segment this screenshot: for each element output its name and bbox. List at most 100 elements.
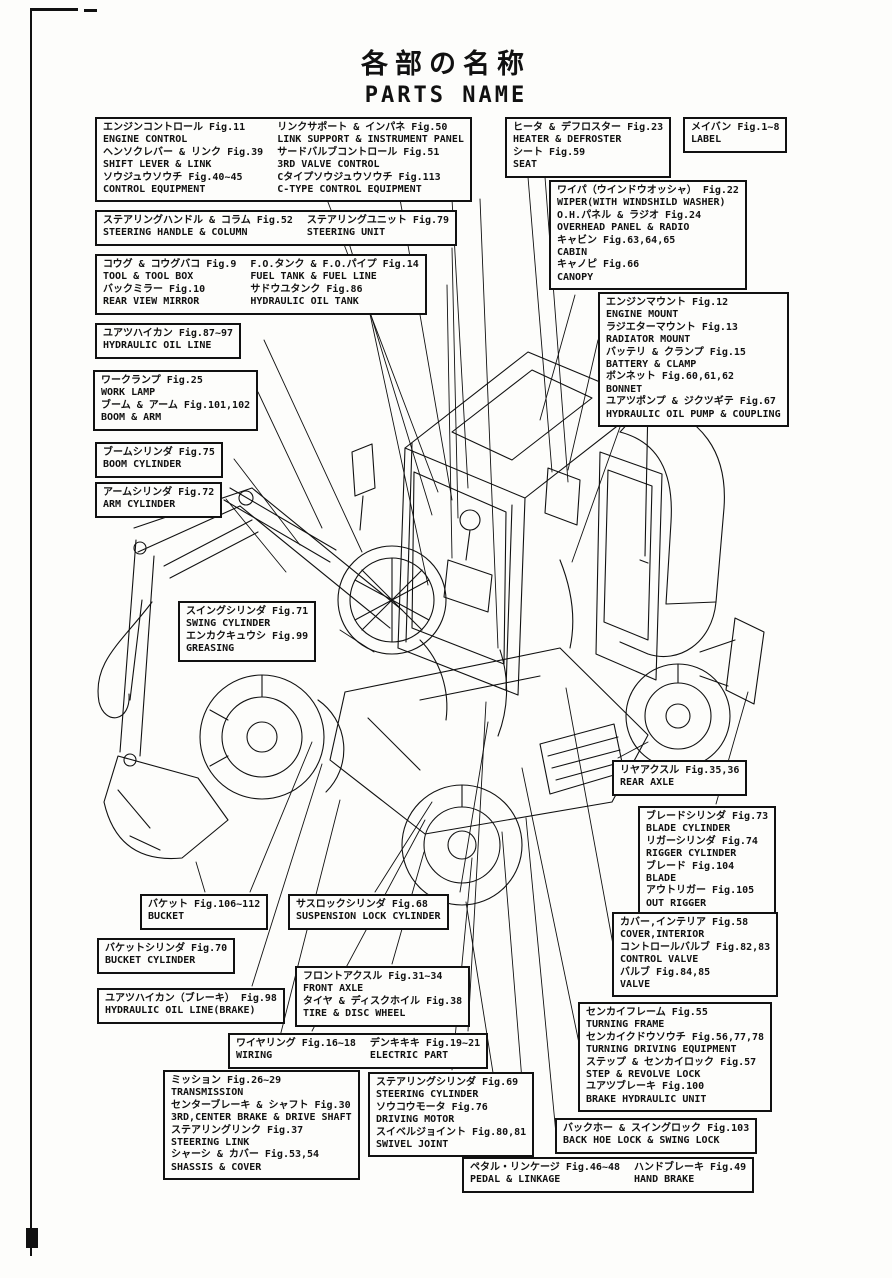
label-line: BOOM CYLINDER: [103, 459, 182, 471]
label-line: ユアツブレーキ Fig.100: [586, 1081, 705, 1093]
label-line: シート Fig.59: [513, 146, 586, 158]
label-line: SHASSIS & COVER: [171, 1161, 262, 1173]
label-line: リヤアクスル Fig.35,36: [620, 765, 740, 776]
label-line: LABEL: [691, 134, 722, 146]
mirror: [352, 444, 375, 530]
label-line: BONNET: [606, 383, 643, 395]
label-line: ステップ & センカイロック Fig.57: [586, 1056, 757, 1068]
label-line: PEDAL & LINKAGE: [470, 1174, 561, 1186]
label-line: バックホー & スイングロック Fig.103: [563, 1123, 750, 1134]
label-line: BUCKET: [148, 911, 185, 923]
label-line: BLADE CYLINDER: [646, 823, 731, 835]
label-line: ヒータ & デフロスター Fig.23: [513, 122, 664, 133]
hoses: [420, 560, 573, 736]
label-line: OVERHEAD PANEL & RADIO: [557, 222, 690, 234]
label-line: SUSPENSION LOCK CYLINDER: [296, 911, 441, 923]
label-line: センカイフレーム Fig.55: [586, 1007, 708, 1018]
label-line: REAR VIEW MIRROR: [103, 296, 200, 308]
label-line: WIPER(WITH WINDSHILD WASHER): [557, 197, 726, 209]
label-line: キャノピ Fig.66: [557, 259, 640, 271]
label-line: TRANSMISSION: [171, 1087, 244, 1099]
label-line: サドウユタンク Fig.86: [250, 283, 363, 295]
outrigger-blade: [700, 618, 764, 704]
label-line: ステアリングハンドル & コラム Fig.52: [103, 215, 293, 226]
label-line: TOOL & TOOL BOX: [103, 271, 194, 283]
label-line: STEERING CYLINDER: [376, 1089, 479, 1101]
page-header: 各部の名称 PARTS NAME: [0, 42, 892, 108]
label-line: FUEL TANK & FUEL LINE: [250, 271, 377, 283]
label-line: キャビン Fig.63,64,65: [557, 234, 676, 246]
label-line: リンクサポート & インパネ Fig.50: [277, 122, 448, 133]
label-line: HYDRAULIC OIL TANK: [250, 296, 359, 308]
label-line: LINK SUPPORT & INSTRUMENT PANEL: [277, 134, 464, 146]
label-line: TURNING DRIVING EQUIPMENT: [586, 1044, 737, 1056]
label-line: OUT RIGGER: [646, 897, 707, 909]
label-line: GREASING: [186, 643, 235, 655]
label-line: ブームシリンダ Fig.75: [103, 447, 215, 458]
label-line: ハンドブレーキ Fig.49: [634, 1162, 747, 1173]
label-line: HAND BRAKE: [634, 1174, 695, 1186]
label-line: カバー,インテリア Fig.58: [620, 917, 749, 928]
label-line: ENGINE MOUNT: [606, 309, 679, 321]
cab-door: [596, 452, 662, 680]
label-line: BUCKET CYLINDER: [105, 955, 196, 967]
scan-mark: [30, 8, 78, 11]
label-line: スイベルジョイント Fig.80,81: [376, 1126, 527, 1138]
label-line: バッテリ & クランプ Fig.15: [606, 346, 746, 358]
label-line: リガーシリンダ Fig.74: [646, 835, 758, 847]
label-line: サスロックシリンダ Fig.68: [296, 899, 428, 910]
fan: [338, 546, 446, 654]
label-line: ELECTRIC PART: [369, 1050, 449, 1062]
label-line: STEERING UNIT: [306, 227, 386, 239]
label-line: ヘンソクレバー & リンク Fig.39: [103, 146, 264, 158]
label-line: DRIVING MOTOR: [376, 1114, 455, 1126]
label-line: センカイクドウソウチ Fig.56,77,78: [586, 1031, 765, 1043]
label-line: BACK HOE LOCK & SWING LOCK: [563, 1135, 720, 1147]
label-line: CONTROL EQUIPMENT: [103, 184, 206, 196]
label-line: RIGGER CYLINDER: [646, 848, 737, 860]
label-line: アウトリガー Fig.105: [646, 885, 755, 897]
label-line: SWING CYLINDER: [186, 618, 271, 630]
label-line: ステアリングシリンダ Fig.69: [376, 1077, 519, 1088]
label-line: HYDRAULIC OIL LINE(BRAKE): [105, 1005, 256, 1017]
label-line: 3RD VALVE CONTROL: [277, 159, 380, 171]
label-line: BRAKE HYDRAULIC UNIT: [586, 1093, 707, 1105]
scan-edge-line: [30, 8, 32, 1256]
label-line: ペタル・リンケージ Fig.46~48: [470, 1162, 621, 1173]
label-line: エンカクキュウシ Fig.99: [186, 630, 309, 642]
label-line: BLADE: [646, 873, 677, 885]
scan-mark: [84, 9, 97, 12]
excavator-drawing: [98, 352, 764, 905]
label-line: SEAT: [513, 159, 538, 171]
